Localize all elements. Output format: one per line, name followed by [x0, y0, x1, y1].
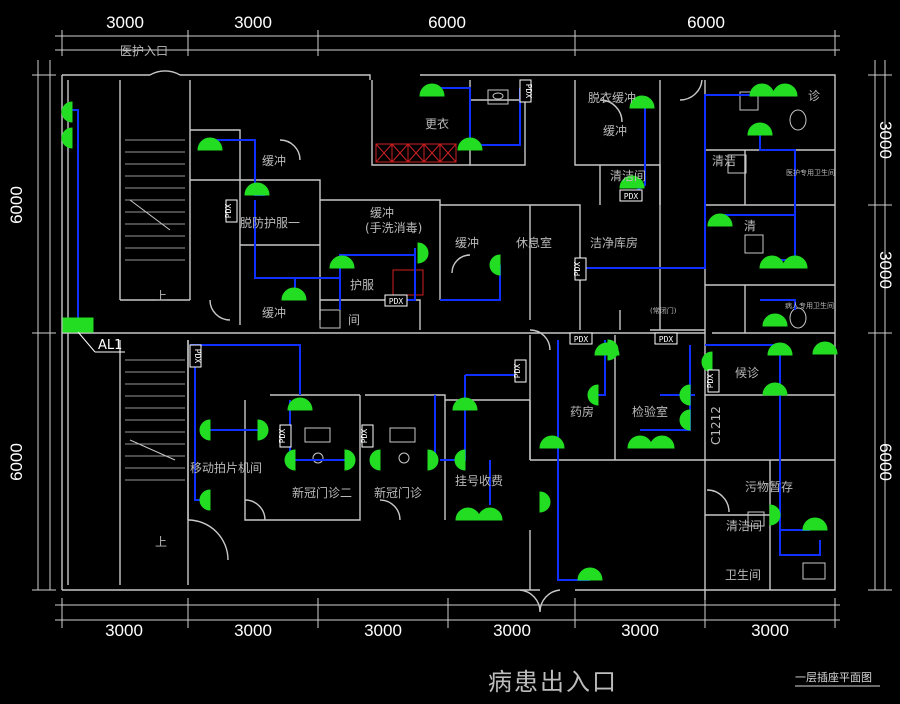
pdx-label-1: PDX	[524, 84, 533, 99]
dim-bottom-1: 3000	[105, 621, 143, 640]
room-fever-clinic-1: 新冠门诊	[374, 485, 422, 500]
dim-bottom-6: 3000	[751, 621, 789, 640]
room-toilet: 卫生间	[725, 568, 761, 582]
pdx-label-6: PDX	[193, 349, 202, 364]
stair-up-2: 上	[155, 535, 167, 549]
locker-row	[375, 143, 457, 296]
dim-top-3: 6000	[428, 13, 466, 32]
room-buffer-2: 缓冲	[262, 153, 286, 168]
room-buffer-1: 缓冲	[603, 123, 627, 138]
main-entrance-label: 病患出入口	[488, 668, 618, 696]
pdx-label-4: PDX	[389, 297, 404, 306]
pdx-label-7: PDX	[278, 429, 287, 444]
pdx-boxes: PDX PDX PDX PDX PDX PDX PDX PDX PDX PDX …	[189, 79, 720, 448]
room-labels: 医护入口 更衣 脱衣缓冲 缓冲 清洁间 缓冲 脱防护服一 缓冲 (手洗消毒) 缓…	[120, 44, 835, 582]
pdx-label-3: PDX	[224, 204, 233, 219]
room-buffer-4: 缓冲	[262, 305, 286, 320]
room-clean-4: 清	[744, 219, 756, 233]
dim-bottom-4: 3000	[493, 621, 531, 640]
dim-top-1: 3000	[106, 13, 144, 32]
staff-entrance-label: 医护入口	[120, 44, 168, 58]
room-fever-clinic-2: 新冠门诊二	[292, 485, 352, 500]
dim-top-4: 6000	[687, 13, 725, 32]
room-changing: 更衣	[425, 116, 449, 131]
room-lab: 检验室	[632, 404, 668, 419]
room-pharmacy: 药房	[570, 404, 594, 419]
outlets	[61, 83, 838, 581]
room-mobile-xray: 移动拍片机间	[190, 460, 262, 475]
room-station: 间	[348, 313, 360, 327]
dim-right-1: 3000	[876, 121, 895, 159]
room-clean-storage: 洁净库房	[590, 235, 638, 250]
fixtures	[129, 89, 826, 580]
room-waste: 污物暂存	[745, 480, 793, 494]
panel-al1-label: AL1	[98, 338, 122, 353]
room-buffer-3: 缓冲	[455, 235, 479, 250]
drawing-title: 一层插座平面图	[795, 670, 872, 684]
room-clean-3: 清洁	[712, 154, 736, 168]
dim-bottom-3: 3000	[364, 621, 402, 640]
dim-bottom-5: 3000	[621, 621, 659, 640]
pdx-label-2: PDX	[624, 192, 639, 201]
room-diagnosis: 诊	[808, 89, 820, 103]
room-registration: 挂号收费	[455, 474, 503, 488]
room-waiting: 候诊	[735, 366, 759, 380]
dim-right-3: 6000	[876, 443, 895, 481]
pdx-label-8: PDX	[513, 364, 522, 379]
dim-left-1: 6000	[7, 186, 26, 224]
room-patient-toilet: 病人专用卫生间	[785, 301, 834, 310]
dimension-lines	[32, 30, 892, 628]
dim-left-2: 6000	[7, 443, 26, 481]
room-often-door: (常闭门)	[650, 306, 677, 315]
dim-right-2: 3000	[876, 251, 895, 289]
room-clean-2: 清洁间	[726, 519, 762, 533]
pdx-label-12: PDX	[360, 429, 369, 444]
room-staff-toilet: 医护专用卫生间	[786, 168, 835, 177]
room-protective-2: 护服	[350, 278, 374, 292]
dim-top-2: 3000	[234, 13, 272, 32]
al1-leader	[77, 331, 96, 353]
room-protective-gown: 脱防护服一	[240, 215, 300, 230]
door-code: C1212	[709, 406, 723, 445]
room-buffer-wash: 缓冲	[370, 205, 394, 220]
dim-bottom-2: 3000	[234, 621, 272, 640]
pdx-label-9: PDX	[574, 335, 589, 344]
room-clean: 清洁间	[610, 169, 646, 183]
pdx-label-5: PDX	[573, 262, 582, 277]
room-hand-wash: (手洗消毒)	[365, 221, 422, 235]
pdx-label-11: PDX	[706, 374, 715, 389]
stair-up-1: 上	[155, 289, 167, 303]
room-lounge: 休息室	[516, 235, 552, 250]
room-undress-buffer: 脱衣缓冲	[588, 90, 636, 105]
pdx-label-10: PDX	[659, 335, 674, 344]
